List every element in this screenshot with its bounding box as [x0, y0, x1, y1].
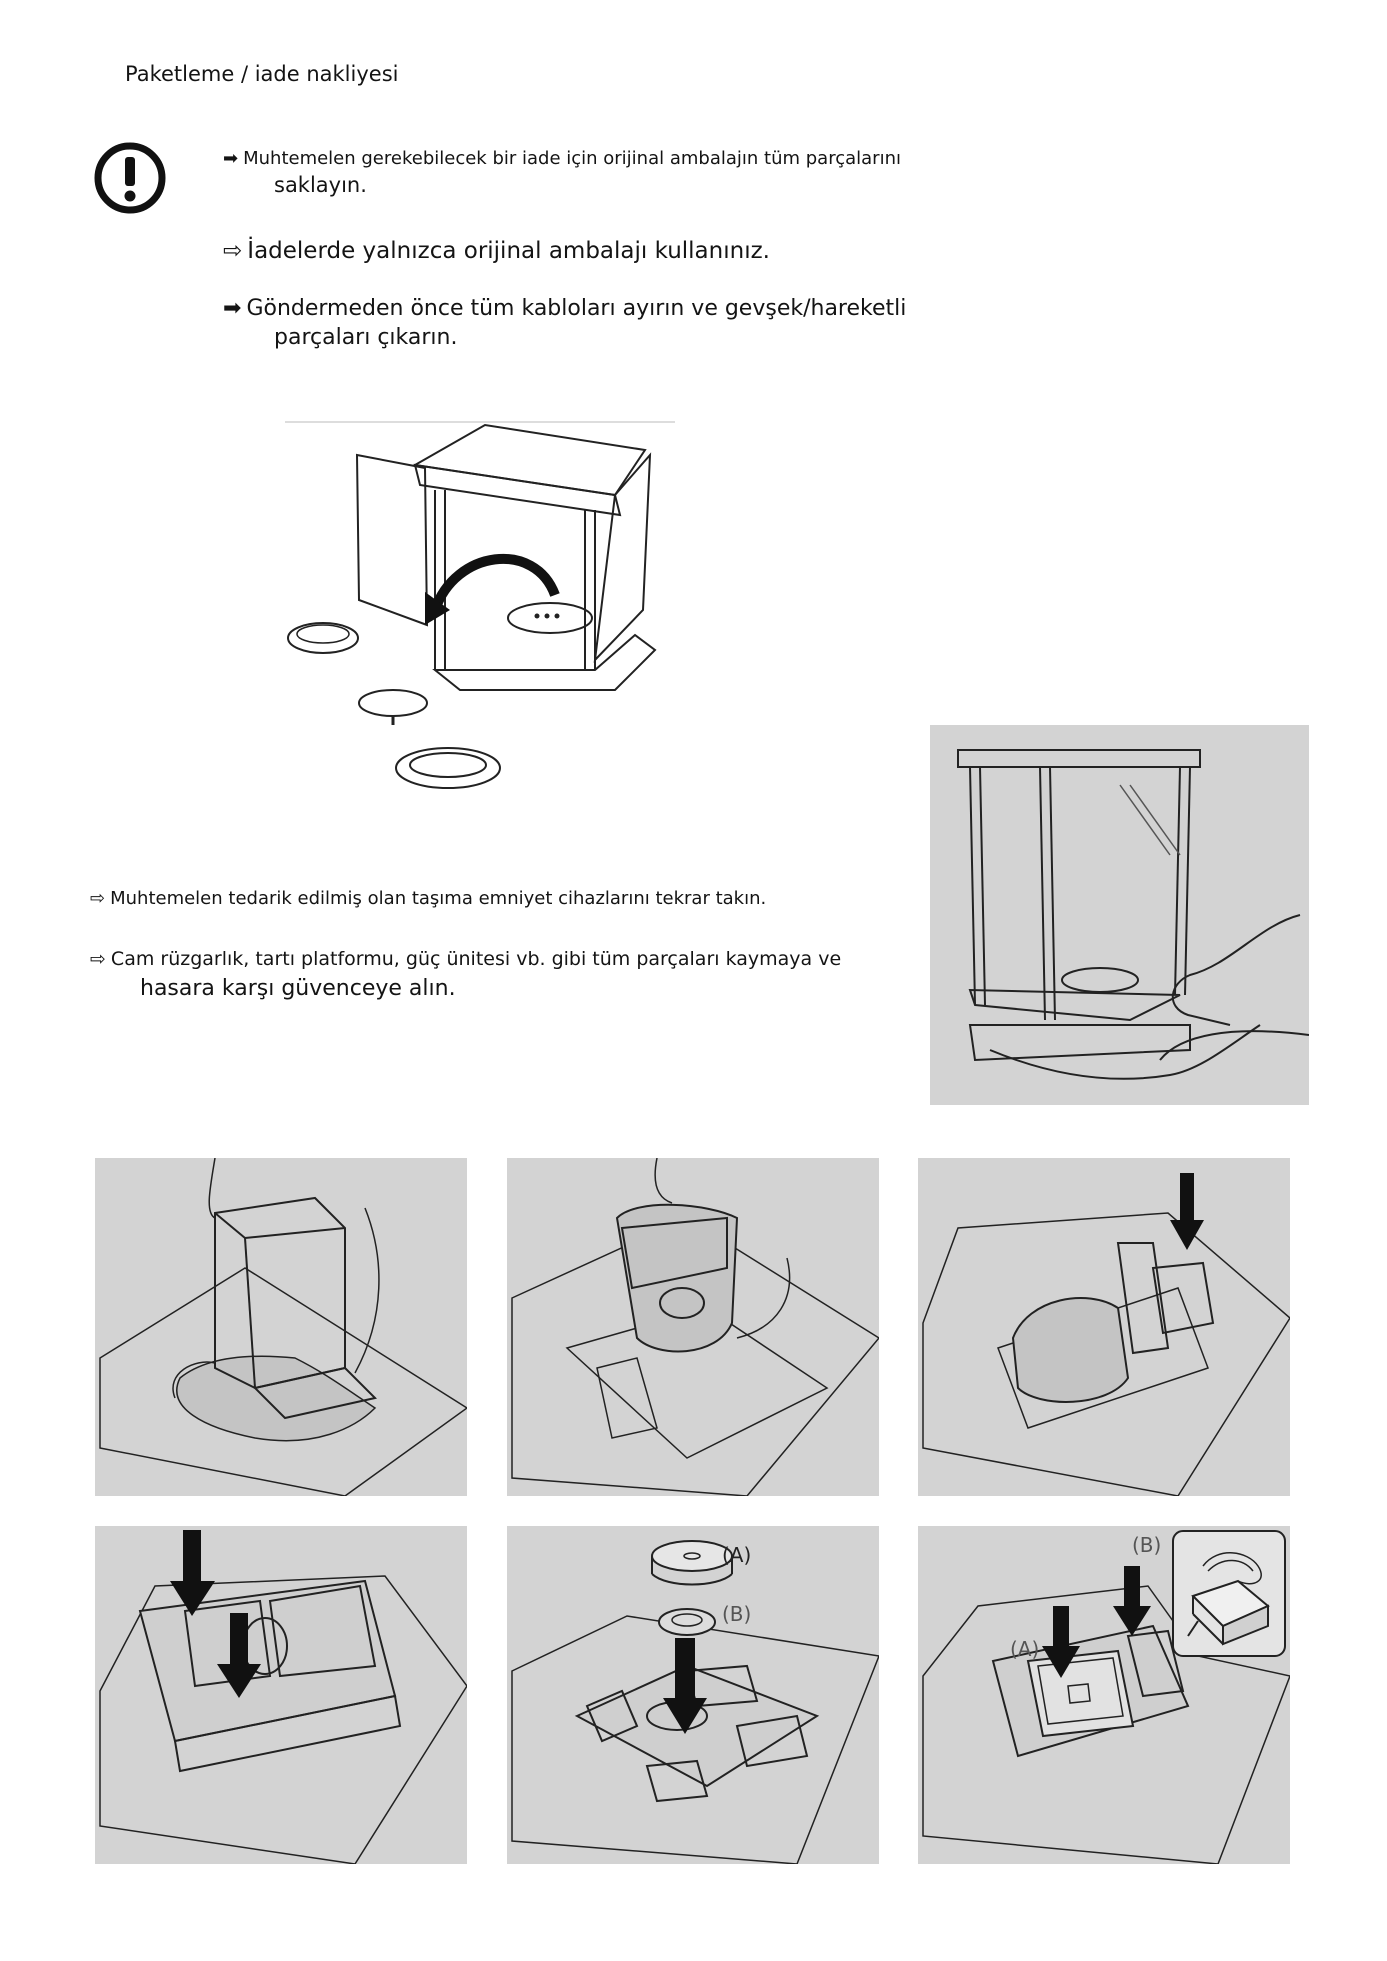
instruction-item-1: ⇨Muhtemelen tedarik edilmiş olan taşıma …: [90, 888, 766, 909]
packing-step-3-illustration: [918, 1158, 1290, 1496]
arrow-outline-icon: ⇨: [223, 238, 243, 264]
exclamation-circle-icon: [92, 140, 168, 216]
warning-item-2: ⇨İadelerde yalnızca orijinal ambalajı ku…: [223, 238, 770, 264]
arrow-outline-icon: ⇨: [90, 948, 106, 970]
instruction-text-2b: hasara karşı güvenceye alın.: [140, 976, 456, 1001]
label-b: (B): [1132, 1533, 1161, 1557]
arrow-right-icon: ➡: [223, 148, 239, 169]
warning-item-3: ➡Göndermeden önce tüm kabloları ayırın v…: [223, 296, 906, 350]
warning-item-1: ➡Muhtemelen gerekebilecek bir iade için …: [223, 148, 901, 197]
label-a: (A): [1010, 1637, 1039, 1661]
arrow-right-icon: ➡: [223, 296, 242, 321]
warning-text-3b: parçaları çıkarın.: [274, 325, 458, 350]
packing-step-1-illustration: [95, 1158, 467, 1496]
instruction-text-1: Muhtemelen tedarik edilmiş olan taşıma e…: [110, 888, 767, 909]
packing-step-5-illustration: (A) (B): [507, 1526, 879, 1864]
instruction-item-2: ⇨Cam rüzgarlık, tartı platformu, güç üni…: [90, 948, 841, 1001]
page-title: Paketleme / iade nakliyesi: [125, 62, 399, 86]
balance-carrying-illustration: [930, 725, 1309, 1105]
arrow-outline-icon: ⇨: [90, 888, 106, 909]
label-b: (B): [722, 1602, 751, 1626]
warning-text-1b: saklayın.: [274, 173, 367, 197]
balance-disassembly-illustration: [285, 420, 675, 800]
warning-text-2: İadelerde yalnızca orijinal ambalajı kul…: [247, 238, 770, 264]
warning-text-1: Muhtemelen gerekebilecek bir iade için o…: [243, 148, 901, 169]
packing-step-4-illustration: [95, 1526, 467, 1864]
packing-step-2-illustration: [507, 1158, 879, 1496]
warning-text-3: Göndermeden önce tüm kabloları ayırın ve…: [246, 296, 907, 321]
instruction-text-2: Cam rüzgarlık, tartı platformu, güç ünit…: [110, 948, 842, 970]
label-a: (A): [722, 1543, 751, 1567]
packing-step-6-illustration: (A) (B): [918, 1526, 1290, 1864]
